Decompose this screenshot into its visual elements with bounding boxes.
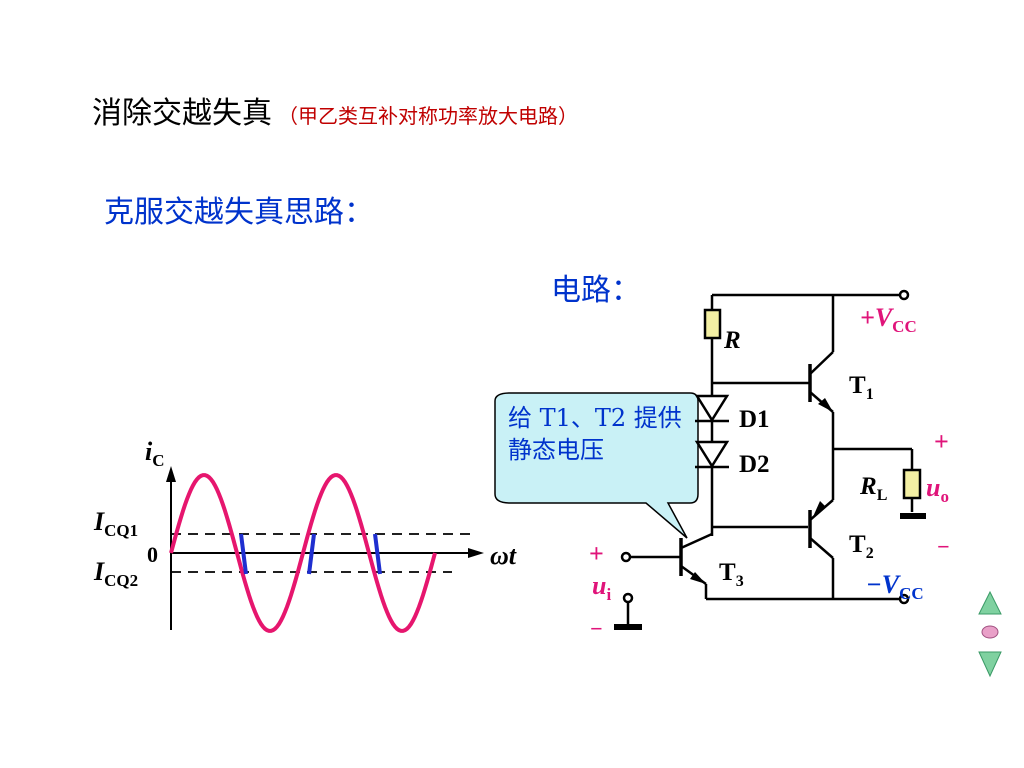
diode-d2 xyxy=(694,440,730,469)
diode-d1 xyxy=(694,394,730,423)
origin-label: 0 xyxy=(147,542,158,567)
transistor-t1-arrow xyxy=(818,398,833,412)
dead-zone-mark xyxy=(307,533,316,575)
t1-label: T1 xyxy=(849,372,874,403)
dead-zone-mark xyxy=(239,533,248,575)
previous-slide-icon[interactable] xyxy=(978,590,1002,615)
r-label: R xyxy=(723,327,741,354)
callout-text: 给 T1、T2 提供静态电压 xyxy=(508,404,682,465)
ui-minus-label: − xyxy=(590,616,603,641)
dead-zone-mark xyxy=(373,533,382,575)
uo-minus-label: − xyxy=(937,534,950,559)
next-slide-icon[interactable] xyxy=(978,651,1002,678)
t2-label: T2 xyxy=(849,531,874,562)
circuit-labels: +VCC R T1 D1 D2 + RL uo − T2 + T3 ui −VC… xyxy=(589,303,950,641)
vcc-neg-label: −VCC xyxy=(866,570,924,603)
uo-label: uo xyxy=(926,473,949,506)
page-title: 消除交越失真（甲乙类互补对称功率放大电路） xyxy=(92,88,578,132)
slide-navigation xyxy=(978,590,1002,678)
rl-label: RL xyxy=(859,473,887,504)
transistor-t3-collector xyxy=(680,532,713,550)
ui-label: ui xyxy=(592,571,611,604)
waveform-plot: iC 0 ωt ICQ1 ICQ2 xyxy=(93,437,517,633)
ui-plus-label: + xyxy=(589,539,604,568)
x-axis-arrow xyxy=(468,548,484,558)
title-subtitle: （甲乙类互补对称功率放大电路） xyxy=(278,104,578,128)
t3-label: T3 xyxy=(719,559,744,590)
transistor-t2-arrow xyxy=(812,501,826,519)
title-main: 消除交越失真 xyxy=(92,96,272,131)
section-heading: 克服交越失真思路： xyxy=(104,195,374,230)
sine-wave xyxy=(169,473,437,633)
icq1-label: ICQ1 xyxy=(93,507,138,540)
resistor-r xyxy=(703,308,722,340)
d1-label: D1 xyxy=(739,406,770,433)
vcc-pos-label: +VCC xyxy=(860,303,917,336)
input-ground-terminal xyxy=(622,592,634,604)
transistor-t2-collector xyxy=(809,537,834,559)
transistor-t1-collector xyxy=(809,351,834,375)
icq2-label: ICQ2 xyxy=(93,557,138,590)
uo-plus-label: + xyxy=(934,427,949,456)
d2-label: D2 xyxy=(739,451,770,478)
input-terminal xyxy=(620,551,632,563)
y-axis-arrow xyxy=(166,466,176,482)
circuit-label: 电路： xyxy=(551,273,641,308)
vcc-terminal xyxy=(898,289,910,301)
transistor-t3-arrow xyxy=(690,572,706,584)
x-axis-label: ωt xyxy=(490,541,517,570)
home-slide-icon[interactable] xyxy=(981,625,999,639)
resistor-rl xyxy=(902,468,922,500)
circuit xyxy=(614,289,926,630)
y-axis-label: iC xyxy=(145,437,165,470)
vee-terminal xyxy=(898,593,910,605)
